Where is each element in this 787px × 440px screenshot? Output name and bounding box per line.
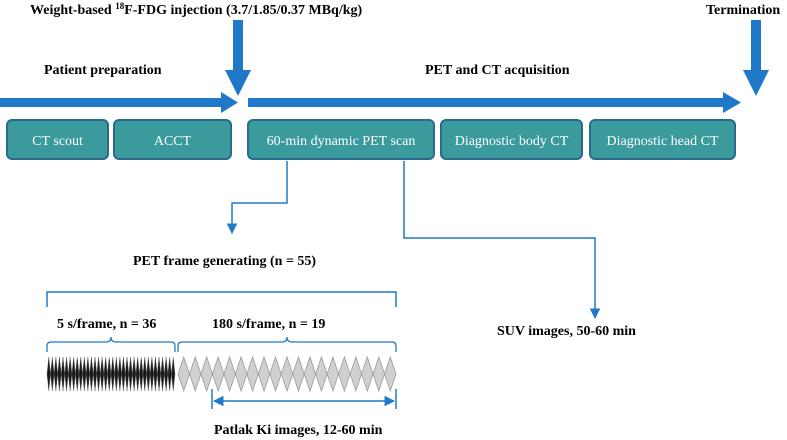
short-frame <box>114 356 119 392</box>
long-frame <box>234 355 248 393</box>
short-frame <box>128 356 133 392</box>
short-frame <box>135 356 140 392</box>
short-frame <box>64 356 69 392</box>
box-acct: ACCT <box>113 119 232 160</box>
long-frame <box>303 355 317 393</box>
short-frame <box>61 356 65 392</box>
short-frame <box>125 356 129 392</box>
short-frame <box>82 356 87 392</box>
long-frames-label: 180 s/frame, n = 19 <box>212 317 325 332</box>
long-frame <box>211 355 225 393</box>
patlak-label: Patlak Ki images, 12-60 min <box>214 423 383 438</box>
acquisition-timeline-arrow <box>248 92 741 113</box>
long-frame <box>361 355 374 393</box>
short-frame <box>85 356 90 392</box>
suv-connector <box>403 161 601 320</box>
long-frame <box>338 355 351 393</box>
long-frame <box>292 355 305 393</box>
long-frame <box>349 355 363 393</box>
short-frame <box>103 356 108 392</box>
short-frame <box>167 356 172 392</box>
long-frame <box>269 355 282 393</box>
short-frame <box>50 356 55 392</box>
short-frame <box>75 356 80 392</box>
short-frame <box>100 356 105 392</box>
preparation-timeline-arrow <box>0 92 238 113</box>
short-frame <box>132 356 137 392</box>
short-frame <box>121 356 126 392</box>
short-frame <box>146 356 151 392</box>
short-frame <box>93 356 97 392</box>
short-frame <box>68 356 73 392</box>
short-frame <box>46 356 51 392</box>
short-frame <box>171 356 176 392</box>
short-frame <box>149 356 154 392</box>
short-frame <box>117 356 122 392</box>
short-frame <box>53 356 58 392</box>
patient-preparation-label: Patient preparation <box>44 63 162 78</box>
long-frame <box>384 355 397 393</box>
short-frames-label: 5 s/frame, n = 36 <box>57 317 156 332</box>
box-dynamic-pet: 60-min dynamic PET scan <box>247 119 435 160</box>
frame-connector <box>226 161 288 235</box>
short-frame <box>96 356 101 392</box>
short-frame <box>71 356 76 392</box>
long-frame <box>200 355 213 393</box>
long-frame <box>189 355 202 393</box>
long-frames-brace <box>177 336 397 352</box>
box-label: 60-min dynamic PET scan <box>267 134 416 149</box>
short-frame <box>157 356 161 392</box>
long-frame <box>372 355 385 393</box>
long-frame <box>246 355 259 393</box>
box-head-ct: Diagnostic head CT <box>589 119 736 160</box>
box-label: CT scout <box>32 134 83 149</box>
long-frame <box>315 355 328 393</box>
short-frame <box>78 356 83 392</box>
short-frame <box>164 356 169 392</box>
box-label: Diagnostic body CT <box>455 134 569 149</box>
long-frame <box>257 355 271 393</box>
long-frame <box>177 355 190 393</box>
frame-generating-bracket <box>46 291 397 307</box>
injection-label: Weight-based 18F-FDG injection (3.7/1.85… <box>30 1 363 18</box>
long-frame <box>326 355 340 393</box>
box-body-ct: Diagnostic body CT <box>440 119 583 160</box>
short-frames-brace <box>46 336 176 352</box>
box-label: ACCT <box>154 134 192 149</box>
injection-arrow <box>225 20 251 96</box>
short-frame <box>160 356 165 392</box>
termination-arrow <box>743 20 769 96</box>
termination-label: Termination <box>706 3 780 18</box>
short-frame <box>89 356 94 392</box>
short-frame <box>142 356 147 392</box>
frame-sequence <box>46 355 397 393</box>
long-frame <box>223 355 236 393</box>
short-frame <box>139 356 144 392</box>
short-frame <box>107 356 112 392</box>
frame-generating-label: PET frame generating (n = 55) <box>133 254 316 269</box>
short-frame <box>110 356 115 392</box>
short-frame <box>57 356 62 392</box>
box-ct-scout: CT scout <box>6 119 109 160</box>
short-frame <box>153 356 158 392</box>
acquisition-label: PET and CT acquisition <box>425 63 570 78</box>
long-frame <box>280 355 294 393</box>
suv-label: SUV images, 50-60 min <box>497 324 636 339</box>
box-label: Diagnostic head CT <box>607 134 719 149</box>
